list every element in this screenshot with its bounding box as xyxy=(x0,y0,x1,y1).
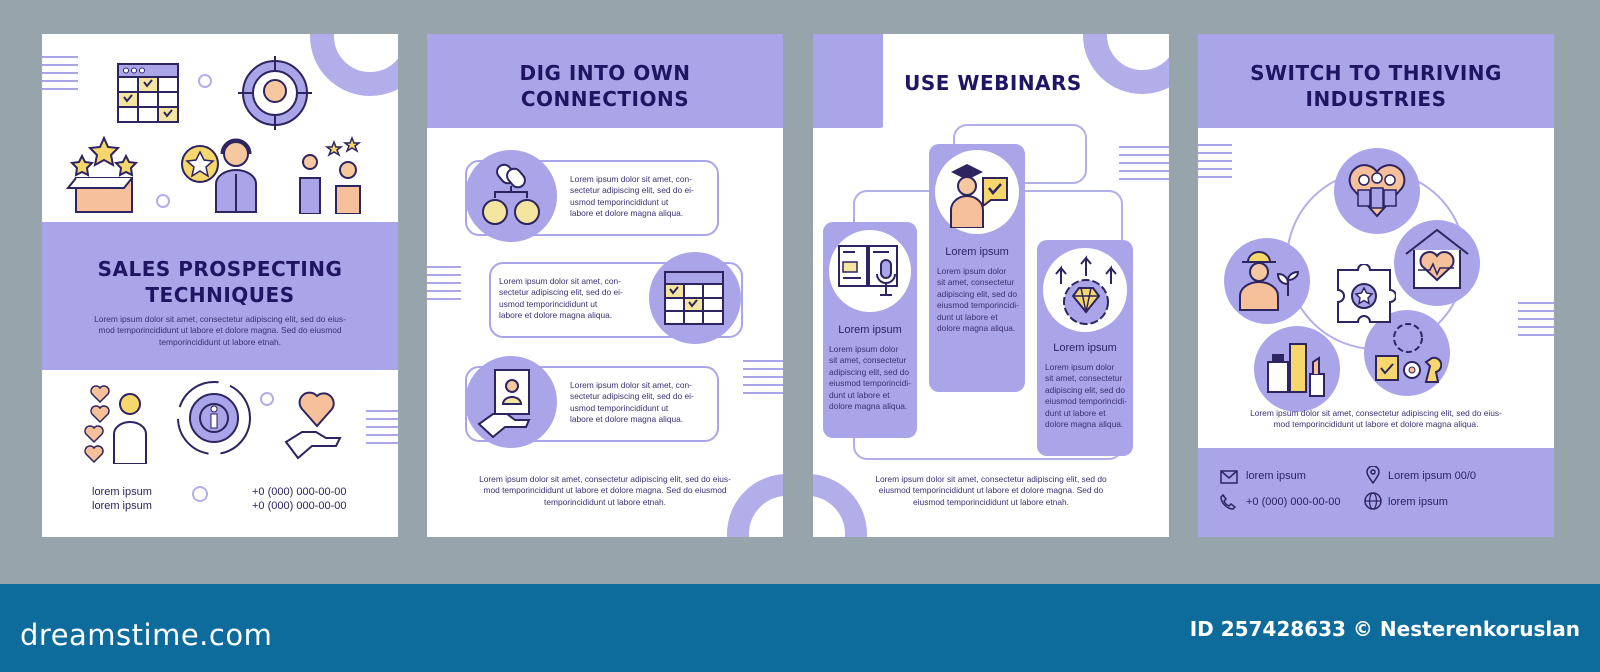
stripes-decoration xyxy=(1198,144,1232,184)
support-agent-star-icon xyxy=(178,134,268,214)
dot-decoration xyxy=(260,392,274,406)
column-2-heading: Lorem ipsum xyxy=(945,246,1009,258)
title-tab xyxy=(813,34,893,128)
graduate-check-icon xyxy=(945,158,1011,228)
presentation-mic-icon xyxy=(837,240,903,302)
checklist-grid-icon xyxy=(663,270,725,326)
location-pin-icon xyxy=(1366,466,1380,484)
stripes-decoration xyxy=(1518,302,1554,342)
brochure-page-dig-into-connections: DIG INTO OWN CONNECTIONS Lorem ipsum dol… xyxy=(427,34,783,537)
corner-arc-decoration xyxy=(310,34,398,96)
contact-address: Lorem ipsum 00/0 xyxy=(1388,470,1477,482)
stripes-decoration xyxy=(42,56,78,96)
linked-people-icon xyxy=(475,160,547,232)
dot-decoration xyxy=(192,486,208,502)
contact-card-hand-icon xyxy=(477,366,547,438)
card-3-text: Lorem ipsum dolor sit amet, con-sectetur… xyxy=(570,380,694,425)
page-title: SWITCH TO THRIVING INDUSTRIES xyxy=(1250,61,1502,111)
stock-footer-bar xyxy=(0,584,1600,672)
intro-paragraph: Lorem ipsum dolor sit amet, consectetur … xyxy=(94,314,346,347)
card-icon-circle xyxy=(465,150,557,242)
brochure-page-use-webinars: USE WEBINARS Lorem ipsum Lorem ipsum dol… xyxy=(813,34,1169,537)
stripes-decoration xyxy=(1119,146,1169,186)
hearts-person-icon xyxy=(82,382,152,464)
body-paragraph: Lorem ipsum dolor sit amet, consectetur … xyxy=(1250,408,1502,430)
globe-icon xyxy=(1364,492,1382,510)
house-heart-icon xyxy=(1402,224,1472,294)
title-band xyxy=(427,34,783,128)
contact-right: +0 (000) 000-00-00 +0 (000) 000-00-00 xyxy=(252,486,347,512)
site-logo[interactable]: dreamstime.com xyxy=(20,618,273,652)
stripes-decoration xyxy=(366,410,398,450)
farmer-plant-icon xyxy=(1232,244,1302,316)
info-gear-cycle-icon xyxy=(174,378,254,458)
column-1-heading: Lorem ipsum xyxy=(838,324,902,336)
strategy-gear-icon xyxy=(1372,316,1442,388)
contact-email: lorem ipsum xyxy=(1246,470,1306,482)
page-title: USE WEBINARS xyxy=(904,71,1082,95)
contact-website: lorem ipsum xyxy=(1388,496,1448,508)
puzzle-star-icon xyxy=(1332,264,1396,328)
contact-left: lorem ipsum lorem ipsum xyxy=(92,486,152,512)
brochure-page-thriving-industries: SWITCH TO THRIVING INDUSTRIES Lorem ipsu… xyxy=(1198,34,1554,537)
family-heart-icon xyxy=(1344,158,1410,224)
stripes-decoration xyxy=(427,266,461,306)
dot-decoration xyxy=(198,74,212,88)
checklist-grid-icon xyxy=(116,62,180,124)
footer-paragraph: Lorem ipsum dolor sit amet, consectetur … xyxy=(875,474,1107,507)
stars-box-icon xyxy=(66,134,142,214)
info-card-2 xyxy=(489,262,743,338)
page-title: DIG INTO OWN CONNECTIONS xyxy=(519,61,691,111)
brochure-page-sales-prospecting: SALES PROSPECTING TECHNIQUES Lorem ipsum… xyxy=(42,34,398,537)
card-2-text: Lorem ipsum dolor sit amet, con-sectetur… xyxy=(499,276,623,321)
stripes-decoration xyxy=(743,360,783,400)
title-band xyxy=(42,222,398,370)
card-1-text: Lorem ipsum dolor sit amet, con-sectetur… xyxy=(570,174,694,219)
diamond-gear-growth-icon xyxy=(1051,254,1121,326)
column-3-heading: Lorem ipsum xyxy=(1053,342,1117,354)
footer-paragraph: Lorem ipsum dolor sit amet, consectetur … xyxy=(479,474,731,507)
team-stars-icon xyxy=(294,134,370,214)
image-credit: ID 257428633 © Nesterenkoruslan xyxy=(1189,617,1580,641)
page-title: SALES PROSPECTING TECHNIQUES xyxy=(97,257,343,307)
heart-hand-icon xyxy=(282,386,352,460)
title-band xyxy=(1198,34,1554,128)
contact-band xyxy=(1198,448,1554,537)
contact-phone: +0 (000) 000-00-00 xyxy=(1246,496,1341,508)
dot-decoration xyxy=(156,194,170,208)
phone-icon xyxy=(1220,494,1236,510)
email-icon xyxy=(1220,470,1238,484)
cosmetics-icon xyxy=(1264,334,1330,404)
target-person-icon xyxy=(238,56,312,130)
